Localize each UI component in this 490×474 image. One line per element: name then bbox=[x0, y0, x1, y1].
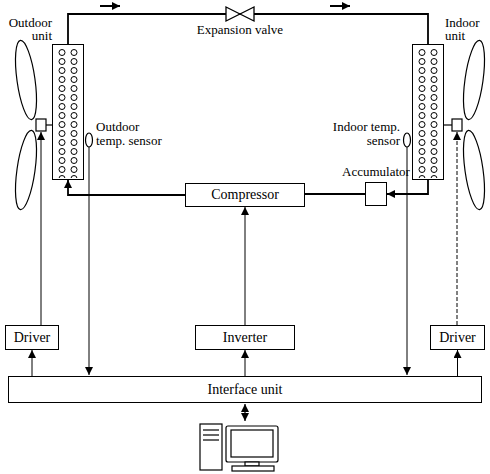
driver-box: Driver bbox=[430, 325, 485, 350]
interface-box: Interface unit bbox=[8, 376, 482, 403]
coil-tubes bbox=[413, 47, 443, 178]
indoor-coil: Indoor unit bbox=[412, 44, 444, 180]
sensor-wire bbox=[89, 147, 90, 375]
node-text: Driver bbox=[14, 330, 51, 345]
coil-tubes bbox=[53, 47, 83, 178]
motor-drive-line bbox=[457, 132, 458, 325]
pipe-or-signal-line bbox=[32, 350, 33, 376]
motor-drive-line bbox=[41, 132, 42, 325]
node-text: Driver bbox=[439, 330, 476, 345]
temp-sensor bbox=[404, 133, 411, 147]
valve-label: Expansion valve bbox=[180, 23, 300, 37]
node-text: Indoor unit bbox=[445, 16, 480, 43]
pc-link bbox=[244, 404, 245, 421]
temp-sensor bbox=[86, 133, 93, 147]
node-text: Outdoor unit bbox=[9, 16, 52, 43]
pipe-or-signal-line bbox=[305, 193, 365, 195]
outdoor-coil: Outdoor unit bbox=[52, 44, 84, 180]
compressor-box: Compressor bbox=[185, 183, 305, 207]
sensor-label: Indoor temp. sensor bbox=[328, 120, 400, 149]
sensor-wire bbox=[407, 147, 408, 375]
indoor-fan bbox=[444, 39, 488, 211]
expansion-valve-symbol bbox=[226, 7, 254, 21]
inverter-box: Inverter bbox=[195, 325, 295, 350]
accumulator-box: Accumulator bbox=[365, 182, 387, 206]
sensor-label: Outdoor temp. sensor bbox=[96, 120, 168, 149]
pipe-or-signal-line bbox=[68, 180, 185, 195]
node-text: Interface unit bbox=[207, 382, 282, 397]
pipe-or-signal-line bbox=[245, 350, 246, 376]
pipe-or-signal-line bbox=[245, 207, 246, 325]
pipe-or-signal-line bbox=[387, 180, 428, 194]
driver-box: Driver bbox=[5, 325, 59, 350]
computer-icon bbox=[200, 424, 278, 471]
flow-arrow bbox=[100, 5, 120, 7]
outdoor-fan bbox=[12, 39, 52, 211]
node-text: Accumulator bbox=[342, 165, 410, 179]
node-text: Compressor bbox=[211, 187, 279, 202]
node-text: Inverter bbox=[223, 330, 267, 345]
pipe-or-signal-line bbox=[457, 350, 458, 376]
flow-arrow bbox=[330, 5, 350, 7]
